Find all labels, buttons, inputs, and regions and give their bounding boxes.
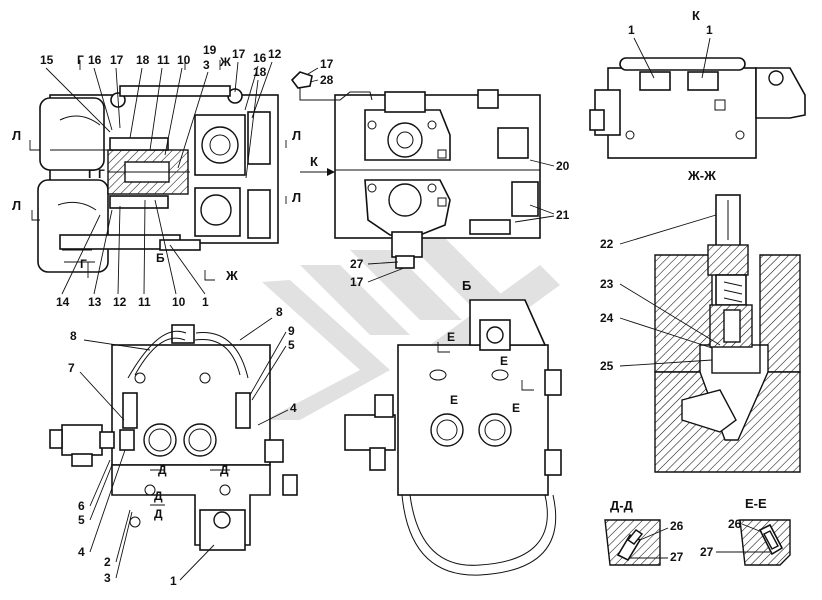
label-l-left2: Л — [12, 198, 21, 213]
label-l1a: 1 — [202, 295, 209, 309]
label-l16b: 16 — [253, 51, 267, 65]
label-l6: 6 — [78, 499, 85, 513]
label-dd: Д-Д — [610, 498, 634, 513]
label-l-right1: Л — [292, 128, 301, 143]
section-d-d-labels: Д-Д 26 27 — [610, 498, 684, 564]
label-l21: 21 — [556, 208, 570, 222]
label-l8a: 8 — [70, 329, 77, 343]
label-zh-bot: Ж — [225, 268, 238, 283]
label-ee: Е-Е — [745, 496, 767, 511]
label-l1c: 1 — [628, 23, 635, 37]
label-l27b: 27 — [670, 550, 684, 564]
view-k-labels: К 1 1 — [628, 8, 713, 79]
label-g-mid1: Г — [88, 167, 95, 181]
label-l18b: 18 — [253, 65, 267, 79]
main-section-labels: 15 Г 16 17 18 11 10 19 3 Ж 17 16 12 18 Л… — [12, 43, 301, 309]
label-l11a: 11 — [157, 53, 170, 67]
label-l17a: 17 — [110, 53, 124, 67]
label-d3: Д — [154, 489, 163, 503]
label-l12a: 12 — [268, 47, 282, 61]
section-zh-zh-labels: Ж-Ж 22 23 24 25 — [600, 168, 721, 373]
label-d2: Д — [220, 463, 229, 477]
label-l17c: 17 — [320, 57, 334, 71]
label-l1b: 1 — [170, 574, 177, 588]
label-d1: Д — [158, 463, 167, 477]
label-l2: 2 — [104, 555, 111, 569]
label-e1: Е — [447, 330, 455, 344]
label-l14: 14 — [56, 295, 70, 309]
label-l27c: 27 — [700, 545, 714, 559]
label-l-left1: Л — [12, 128, 21, 143]
label-l15: 15 — [40, 53, 54, 67]
label-e2: Е — [500, 354, 508, 368]
label-l3b: 3 — [104, 571, 111, 585]
view-b — [344, 299, 562, 576]
bottom-left-view — [49, 324, 298, 551]
label-l4a: 4 — [290, 401, 297, 415]
label-l20: 20 — [556, 159, 570, 173]
label-l17b: 17 — [232, 47, 246, 61]
label-g-mid2: Г — [98, 167, 105, 181]
section-zh-zh — [654, 194, 801, 473]
label-l7: 7 — [68, 361, 75, 375]
label-l26b: 26 — [728, 517, 742, 531]
label-l12b: 12 — [113, 295, 127, 309]
label-l16a: 16 — [88, 53, 102, 67]
section-e-e-labels: Е-Е 26 27 — [700, 496, 770, 559]
label-zh-top: Ж — [219, 55, 231, 69]
label-l22: 22 — [600, 237, 614, 251]
label-l1d: 1 — [706, 23, 713, 37]
label-l-right2: Л — [292, 190, 301, 205]
label-l8b: 8 — [276, 305, 283, 319]
label-l9: 9 — [288, 324, 295, 338]
label-b-sec: Б — [156, 251, 165, 265]
label-l5a: 5 — [288, 338, 295, 352]
label-g-bot: Г — [80, 257, 87, 271]
label-k-arrow: К — [310, 154, 318, 169]
label-l18a: 18 — [136, 53, 150, 67]
main-section-view — [29, 60, 287, 281]
label-l17d: 17 — [350, 275, 364, 289]
label-l13: 13 — [88, 295, 102, 309]
label-d4: Д — [154, 507, 163, 521]
view-b-labels: Б Е Е Е Е — [447, 278, 520, 415]
label-e4: Е — [512, 401, 520, 415]
label-l4b: 4 — [78, 545, 85, 559]
label-l24: 24 — [600, 311, 614, 325]
label-l3a: 3 — [203, 58, 210, 72]
label-l28: 28 — [320, 73, 334, 87]
label-l27a: 27 — [350, 257, 364, 271]
bottom-left-labels: 8 8 9 5 7 4 6 5 4 2 3 1 Д Д Д Д — [68, 305, 297, 588]
label-zhzh: Ж-Ж — [687, 168, 716, 183]
section-d-d — [604, 519, 661, 566]
label-l23: 23 — [600, 277, 614, 291]
label-l10a: 10 — [177, 53, 191, 67]
label-l19: 19 — [203, 43, 217, 57]
label-l5b: 5 — [78, 513, 85, 527]
section-e-e — [739, 519, 791, 566]
label-l26a: 26 — [670, 519, 684, 533]
view-k — [589, 57, 806, 159]
label-b-view: Б — [462, 278, 471, 293]
label-g-top: Г — [77, 53, 84, 67]
top-view-labels: 17 28 К 20 21 27 17 — [307, 57, 570, 289]
label-l25: 25 — [600, 359, 614, 373]
top-view — [290, 71, 541, 269]
label-k-view: К — [692, 8, 700, 23]
label-l11b: 11 — [138, 295, 151, 309]
label-l10b: 10 — [172, 295, 186, 309]
label-e3: Е — [450, 393, 458, 407]
